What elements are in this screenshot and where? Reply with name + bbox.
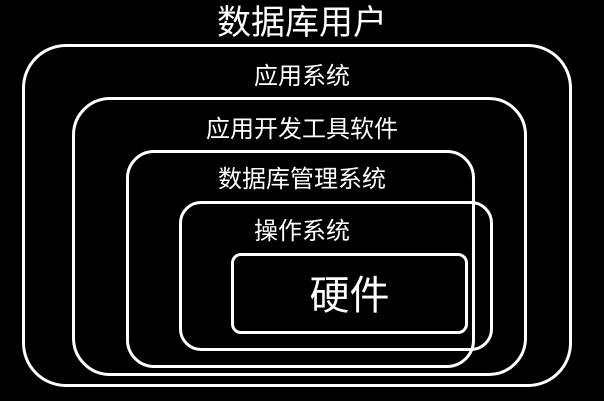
- database-users-layer-box: [22, 44, 572, 387]
- application-dev-tools-label: 应用开发工具软件: [206, 115, 398, 143]
- operating-system-label: 操作系统: [254, 217, 350, 245]
- dbms-label: 数据库管理系统: [218, 165, 386, 193]
- application-dev-tools-layer-box: [126, 150, 475, 368]
- database-users-label: 数据库用户: [217, 3, 387, 43]
- application-system-layer-box: [72, 97, 527, 376]
- hardware-core-box: [231, 253, 468, 334]
- hardware-label: 硬件: [309, 273, 390, 319]
- dbms-layer-box: [179, 201, 493, 351]
- application-system-label: 应用系统: [254, 62, 350, 90]
